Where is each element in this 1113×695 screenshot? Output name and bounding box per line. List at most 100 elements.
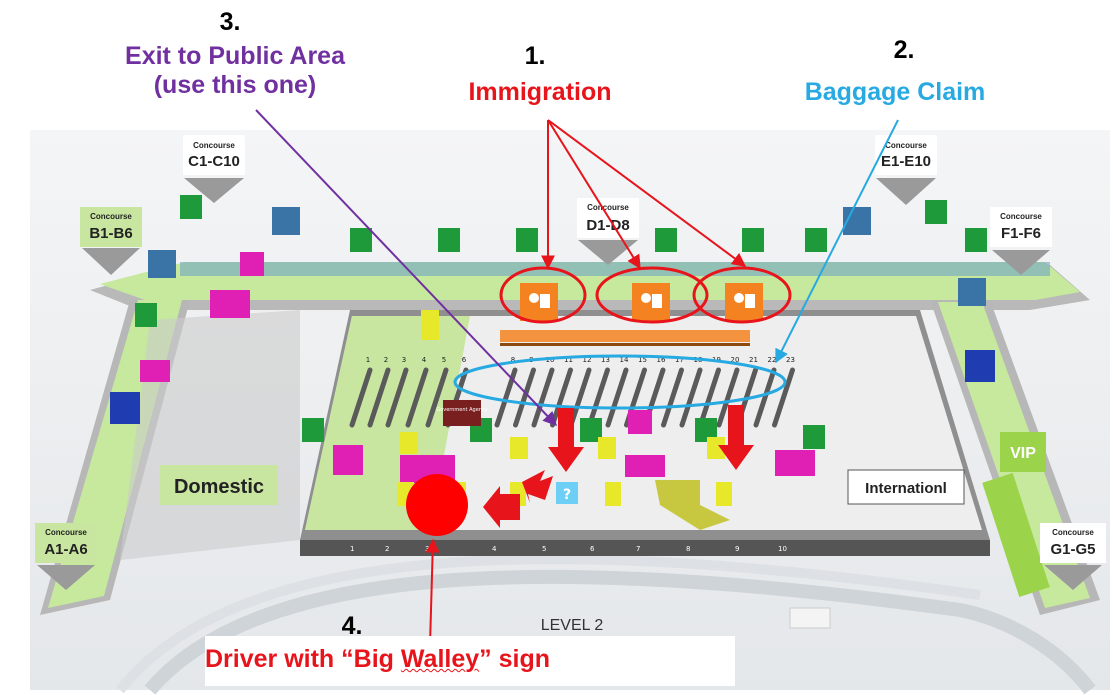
door-number: 9	[735, 545, 739, 553]
driver-label-box	[205, 636, 735, 686]
walkway-ramp	[655, 480, 730, 530]
baggage-carousel	[587, 367, 610, 428]
svg-text:G1-G5: G1-G5	[1050, 541, 1095, 558]
carousel-number: 2	[384, 356, 388, 364]
restroom-icon	[516, 228, 538, 252]
carousel-number: 22	[768, 356, 777, 364]
baggage-number: 2.	[893, 36, 915, 64]
restroom-icon	[695, 418, 717, 442]
carousel-number: 21	[749, 356, 758, 364]
route-arrow-down	[718, 405, 754, 470]
door-number: 3	[425, 545, 429, 553]
carousel-number: 23	[786, 356, 795, 364]
gate-icon	[958, 278, 986, 306]
carousel-number: 17	[675, 356, 684, 364]
immigration-number: 1.	[524, 42, 546, 70]
restroom-icon	[302, 418, 324, 442]
route-arrow-left	[483, 486, 520, 528]
exit-pointer-arrow	[255, 109, 557, 427]
svg-text:Concourse: Concourse	[1052, 528, 1094, 537]
baggage-carousel	[661, 367, 684, 428]
shop-icon	[628, 410, 652, 434]
concourse-f: Concourse F1-F6	[990, 207, 1052, 275]
immigration-icon	[725, 283, 763, 321]
gate-icon	[272, 207, 300, 235]
carousel-number: 14	[620, 356, 629, 364]
vip-sign	[1000, 432, 1046, 472]
immigration-counters	[500, 283, 763, 346]
carousel-number: 1	[366, 356, 370, 364]
door-number: 8	[686, 545, 690, 553]
carousel-number: 3	[402, 356, 406, 364]
immigration-icon	[520, 283, 558, 321]
gate-icon	[148, 250, 176, 278]
immigration-label: Immigration	[468, 78, 612, 106]
svg-text:C1-C10: C1-C10	[188, 153, 240, 170]
immigration-ellipse	[692, 266, 792, 324]
svg-text:B1-B6: B1-B6	[89, 225, 132, 242]
concourse-g: Concourse G1-G5	[1040, 523, 1106, 590]
baggage-carousel	[531, 367, 555, 428]
access-road	[116, 554, 1096, 695]
svg-text:Concourse: Concourse	[1000, 212, 1042, 221]
level-label: LEVEL 2	[541, 617, 604, 634]
svg-text:Concourse: Concourse	[193, 141, 235, 150]
international-label: Internationl	[865, 480, 947, 497]
svg-text:Concourse: Concourse	[885, 141, 927, 150]
restroom-icon	[655, 228, 677, 252]
domestic-label-box	[160, 465, 278, 505]
shop-block	[333, 445, 363, 475]
restroom-icon	[135, 303, 157, 327]
baggage-carousel	[425, 367, 449, 428]
driver-number: 4.	[341, 612, 363, 640]
restroom-icon	[350, 228, 372, 252]
info-icon	[556, 482, 578, 504]
carousel-number: 13	[601, 356, 610, 364]
shop-block	[210, 290, 250, 318]
concourse-b: Concourse B1-B6	[80, 207, 142, 275]
plane-icon	[965, 350, 995, 382]
vip-label: VIP	[1010, 445, 1036, 462]
concourse-c: Concourse C1-C10	[183, 135, 245, 203]
baggage-pointer-arrow	[775, 119, 899, 364]
restroom-icon	[965, 228, 987, 252]
svg-text:A1-A6: A1-A6	[44, 541, 87, 558]
shop-block	[775, 450, 815, 476]
svg-text:D1-D8: D1-D8	[586, 217, 629, 234]
carousel-number: 12	[583, 356, 592, 364]
restaurant-icon	[240, 252, 264, 276]
international-label-box	[847, 469, 965, 505]
driver-label-name: Walley	[400, 645, 480, 673]
driver-pointer-arrow	[425, 538, 440, 646]
exit-route-arrows	[483, 405, 754, 528]
baggage-claim-highlight	[453, 354, 787, 410]
concourse-a: Concourse A1-A6	[35, 523, 97, 590]
carousel-number: 6	[462, 356, 467, 364]
driver-label-prefix: Driver with “Big	[205, 645, 401, 673]
door-number: 2	[385, 545, 389, 553]
restroom-icon	[742, 228, 764, 252]
level-badge	[789, 607, 831, 629]
svg-text:Concourse: Concourse	[90, 212, 132, 221]
baggage-carousel	[679, 367, 703, 428]
restroom-icon	[438, 228, 460, 252]
immigration-ellipse	[595, 266, 709, 324]
restroom-icon	[805, 228, 827, 252]
carousel-number: 20	[731, 356, 740, 364]
exit-label: Exit to Public Area (use this one)	[95, 42, 375, 100]
baggage-carousel	[349, 367, 373, 428]
domestic-hall	[120, 310, 300, 560]
shop-block	[625, 455, 665, 477]
domestic-label: Domestic	[174, 476, 264, 498]
immigration-pointer-arrows	[541, 119, 747, 270]
baggage-carousel	[385, 367, 409, 428]
baggage-carousel	[367, 367, 391, 428]
restroom-icon	[180, 195, 202, 219]
baggage-carousel	[772, 367, 795, 428]
meeting-point-marker	[406, 474, 468, 536]
baggage-carousel	[698, 367, 721, 428]
carousel-number: 15	[638, 356, 647, 364]
baggage-carousel	[405, 367, 429, 428]
carousel-number: 8	[511, 356, 515, 364]
